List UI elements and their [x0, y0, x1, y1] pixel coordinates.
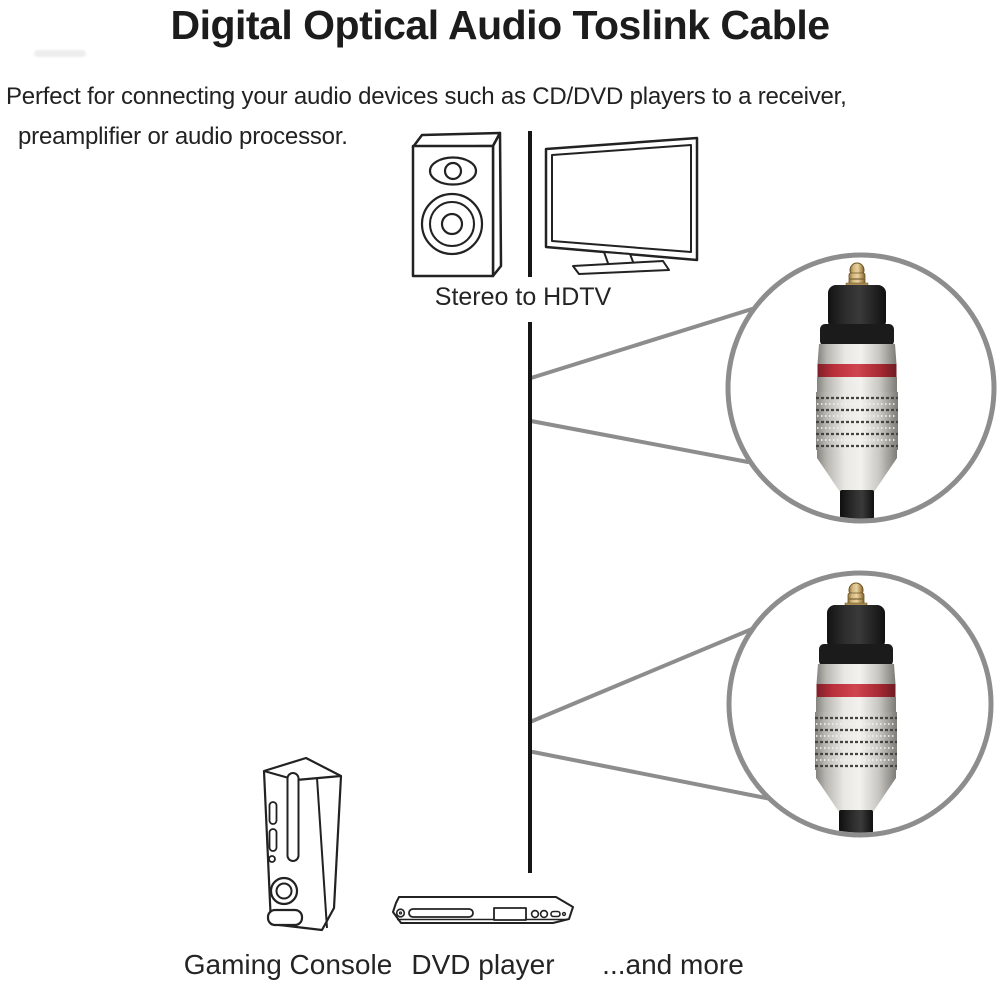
hdtv-icon	[544, 136, 699, 275]
dvd-player-label: DVD player	[411, 949, 555, 980]
dvd-player-icon	[392, 896, 574, 924]
and-more-label: ...and more	[602, 949, 744, 980]
gaming-console-icon	[262, 756, 343, 932]
description-line-2: preamplifier or audio processor.	[18, 123, 348, 150]
watermark-smudge	[34, 50, 86, 57]
page-title: Digital Optical Audio Toslink Cable	[170, 2, 830, 48]
callout-lines	[528, 307, 773, 801]
stereo-speaker-icon	[411, 131, 503, 278]
magnifier-circle-top	[725, 252, 997, 524]
gaming-console-label: Gaming Console	[183, 949, 393, 980]
connection-label: Stereo to HDTV	[434, 283, 612, 311]
description-line-1: Perfect for connecting your audio device…	[6, 83, 847, 110]
magnifier-circle-bottom	[726, 570, 994, 838]
